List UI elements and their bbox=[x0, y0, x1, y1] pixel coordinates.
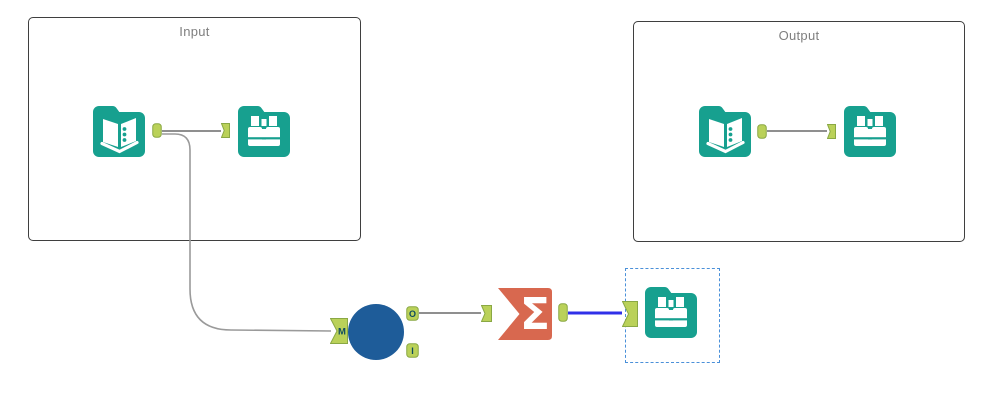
macro-input-anchor-label: M bbox=[338, 327, 346, 338]
output-anchor-inputdata-1[interactable] bbox=[152, 123, 162, 143]
input-data-book-icon bbox=[699, 106, 751, 157]
output-anchor-summarize[interactable] bbox=[558, 303, 568, 327]
input-anchor-browse-1[interactable] bbox=[220, 123, 230, 143]
selection-rect bbox=[625, 268, 720, 363]
macro-output-anchor-o[interactable]: O bbox=[406, 306, 419, 326]
macro-interface-anchor-i[interactable]: I bbox=[406, 343, 419, 363]
macro-input-anchor-m[interactable]: M bbox=[329, 318, 348, 349]
macro-circle-tool[interactable] bbox=[348, 304, 404, 360]
input-anchor-browse-selected[interactable] bbox=[621, 301, 638, 332]
input-data-tool-2[interactable] bbox=[697, 103, 753, 159]
browse-binoculars-icon bbox=[844, 106, 896, 157]
output-container[interactable]: Output bbox=[633, 21, 965, 242]
browse-tool-selected[interactable] bbox=[643, 284, 699, 340]
browse-tool-1[interactable] bbox=[236, 103, 292, 159]
browse-binoculars-icon bbox=[645, 287, 697, 338]
output-anchor-inputdata-2[interactable] bbox=[757, 124, 767, 144]
output-container-label: Output bbox=[778, 28, 820, 43]
input-data-tool-1[interactable] bbox=[91, 103, 147, 159]
macro-output-anchor-label: O bbox=[409, 309, 416, 319]
wire-inputdata-to-macro[interactable] bbox=[162, 133, 332, 332]
browse-binoculars-icon bbox=[238, 106, 290, 157]
browse-tool-2[interactable] bbox=[842, 103, 898, 159]
input-anchor-browse-2[interactable] bbox=[826, 124, 836, 144]
sigma-symbol: Σ bbox=[520, 289, 550, 340]
macro-interface-anchor-label: I bbox=[411, 346, 414, 356]
input-anchor-summarize[interactable] bbox=[480, 305, 492, 327]
input-container[interactable]: Input bbox=[28, 17, 361, 241]
summarize-sigma-icon: Σ bbox=[498, 288, 552, 340]
input-data-book-icon bbox=[93, 106, 145, 157]
summarize-tool[interactable]: Σ bbox=[497, 287, 553, 341]
input-container-label: Input bbox=[179, 24, 210, 39]
